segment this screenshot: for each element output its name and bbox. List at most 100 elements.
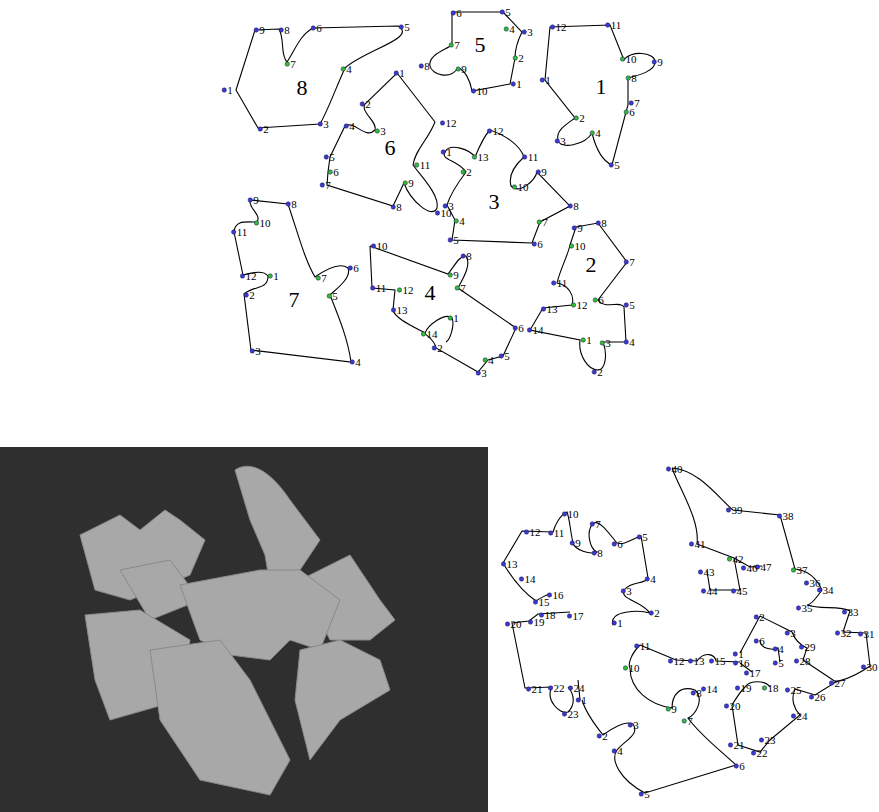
point-number: 12 [403, 285, 414, 296]
point-dot [456, 67, 460, 71]
point-number: 28 [800, 656, 811, 667]
point-dot [371, 286, 375, 290]
point-dot [513, 326, 517, 330]
point-number: 46 [747, 563, 758, 574]
point-dot [698, 570, 702, 574]
point-number: 36 [810, 578, 821, 589]
point-dot [487, 129, 491, 133]
point-dot [318, 122, 322, 126]
point-number: 14 [533, 325, 544, 336]
point-dot [536, 170, 540, 174]
point-number: 11 [611, 20, 622, 31]
point-dot [609, 163, 613, 167]
point-dot [570, 541, 574, 545]
point-number: 7 [542, 217, 548, 228]
point-number: 8 [573, 201, 579, 212]
point-number: 6 [617, 539, 623, 550]
point-dot [741, 566, 745, 570]
point-number: 6 [316, 23, 322, 34]
point-dot [606, 23, 610, 27]
point-dot [375, 129, 379, 133]
point-number: 23 [765, 735, 776, 746]
point-dot [709, 659, 713, 663]
point-dot [666, 467, 670, 471]
point-number: 7 [290, 59, 296, 70]
point-dot [735, 686, 739, 690]
point-dot [461, 254, 465, 258]
point-number: 11 [557, 278, 568, 289]
point-dot [734, 764, 738, 768]
point-number: 1 [273, 271, 279, 282]
point-dot [320, 183, 324, 187]
point-number: 30 [867, 662, 878, 673]
point-number: 37 [797, 565, 808, 576]
point-number: 17 [573, 611, 584, 622]
point-number: 43 [704, 567, 715, 578]
point-number: 21 [532, 684, 543, 695]
point-dot [621, 589, 625, 593]
point-number: 10 [377, 241, 388, 252]
point-number: 26 [815, 692, 826, 703]
point-dot [794, 659, 798, 663]
point-dot [415, 163, 419, 167]
piece-number: 5 [475, 34, 486, 56]
point-number: 45 [737, 586, 748, 597]
point-dot [562, 712, 566, 716]
point-dot [528, 620, 532, 624]
point-dot [432, 346, 436, 350]
point-dot [773, 647, 777, 651]
point-number: 1 [446, 147, 452, 158]
point-number: 15 [715, 656, 726, 667]
point-number: 5 [614, 160, 620, 171]
point-dot [799, 645, 803, 649]
point-dot [596, 221, 600, 225]
point-dot [612, 749, 616, 753]
point-dot [513, 56, 517, 60]
point-number: 6 [456, 8, 462, 19]
point-dot [348, 266, 352, 270]
point-number: 9 [259, 25, 265, 36]
point-number: 1 [453, 313, 459, 324]
point-dot [624, 260, 628, 264]
point-number: 2 [466, 167, 472, 178]
point-dot [448, 316, 452, 320]
point-number: 5 [404, 22, 410, 33]
point-number: 20 [511, 619, 522, 630]
point-number: 17 [750, 668, 761, 679]
point-dot [279, 28, 283, 32]
point-dot [286, 202, 290, 206]
point-dot [861, 665, 865, 669]
point-dot [527, 328, 531, 332]
point-dot [472, 155, 476, 159]
point-dot [724, 704, 728, 708]
point-number: 2 [579, 113, 585, 124]
point-number: 10 [626, 54, 637, 65]
point-number: 9 [408, 178, 414, 189]
point-dot [399, 25, 403, 29]
point-number: 1 [516, 79, 522, 90]
point-number: 2 [759, 612, 765, 623]
point-dot [440, 121, 444, 125]
point-dot [244, 293, 248, 297]
point-number: 7 [321, 273, 327, 284]
point-dot [754, 615, 758, 619]
point-number: 3 [380, 126, 386, 137]
point-dot [728, 743, 732, 747]
point-number: 4 [595, 128, 601, 139]
point-number: 2 [263, 124, 269, 135]
point-number: 3 [560, 136, 566, 147]
point-number: 44 [707, 586, 718, 597]
point-number: 19 [534, 617, 545, 628]
point-number: 10 [518, 182, 529, 193]
point-dot [835, 631, 839, 635]
point-dot [505, 622, 509, 626]
point-number: 10 [629, 663, 640, 674]
point-dot [421, 332, 425, 336]
point-dot [501, 562, 505, 566]
point-dot [759, 738, 763, 742]
point-number: 32 [841, 628, 852, 639]
point-number: 13 [547, 304, 558, 315]
point-number: 18 [545, 610, 556, 621]
point-number: 3 [790, 628, 796, 639]
point-number: 9 [453, 270, 459, 281]
